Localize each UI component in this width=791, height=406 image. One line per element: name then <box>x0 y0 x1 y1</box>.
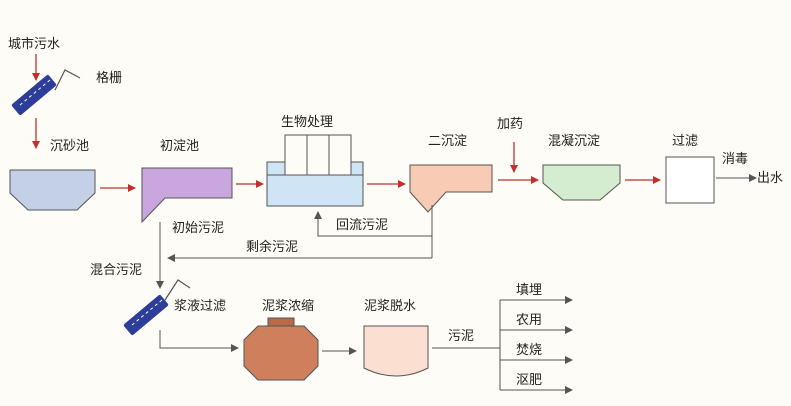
filtration-tank <box>665 156 715 204</box>
bio-treatment-label: 生物处理 <box>281 115 333 130</box>
grit-chamber-tank <box>9 169 96 211</box>
mixed-sludge-label: 混合污泥 <box>90 263 142 278</box>
primary-clarifier-label: 初淀池 <box>160 139 199 154</box>
agriculture-label: 农用 <box>516 313 542 328</box>
grit-chamber-label: 沉砂池 <box>50 139 89 154</box>
coagulation-sedimentation-label: 混凝沉淀 <box>548 133 600 149</box>
thickener-tank <box>243 317 319 381</box>
disinfection-label: 消毒 <box>722 152 748 167</box>
bar-screen-2 <box>123 279 191 335</box>
incineration-label: 焚烧 <box>516 343 542 358</box>
grille-label: 格栅 <box>96 70 122 86</box>
filtration-label: 过滤 <box>672 134 698 149</box>
bio-treatment-tank <box>266 134 364 207</box>
dosing-label: 加药 <box>497 117 523 132</box>
outflow-label: 出水 <box>757 171 783 186</box>
return-sludge-label: 回流污泥 <box>336 218 388 233</box>
slurry-thickening-label: 泥浆浓缩 <box>262 298 314 314</box>
landfill-label: 填埋 <box>516 283 542 298</box>
secondary-clarifier-tank <box>409 164 493 213</box>
primary-clarifier-tank <box>141 167 233 224</box>
slurry-dewatering-label: 泥浆脱水 <box>364 299 416 314</box>
dewatering-tank <box>363 325 429 377</box>
secondary-clarifier-label: 二沉淀 <box>428 134 467 149</box>
excess-sludge-label: 剩余污泥 <box>246 239 298 255</box>
slurry-filtration-label: 浆液过滤 <box>174 299 226 314</box>
primary-sludge-label: 初始污泥 <box>172 221 224 236</box>
compost-label: 沤肥 <box>516 373 542 388</box>
arrow-to-thickener <box>159 330 239 352</box>
return-sludge-line <box>314 211 432 237</box>
sludge-label: 污泥 <box>448 329 474 344</box>
coagulation-sedimentation-tank <box>542 164 621 201</box>
city-sewage-label: 城市污水 <box>8 36 60 52</box>
bar-screen-1 <box>11 69 81 115</box>
